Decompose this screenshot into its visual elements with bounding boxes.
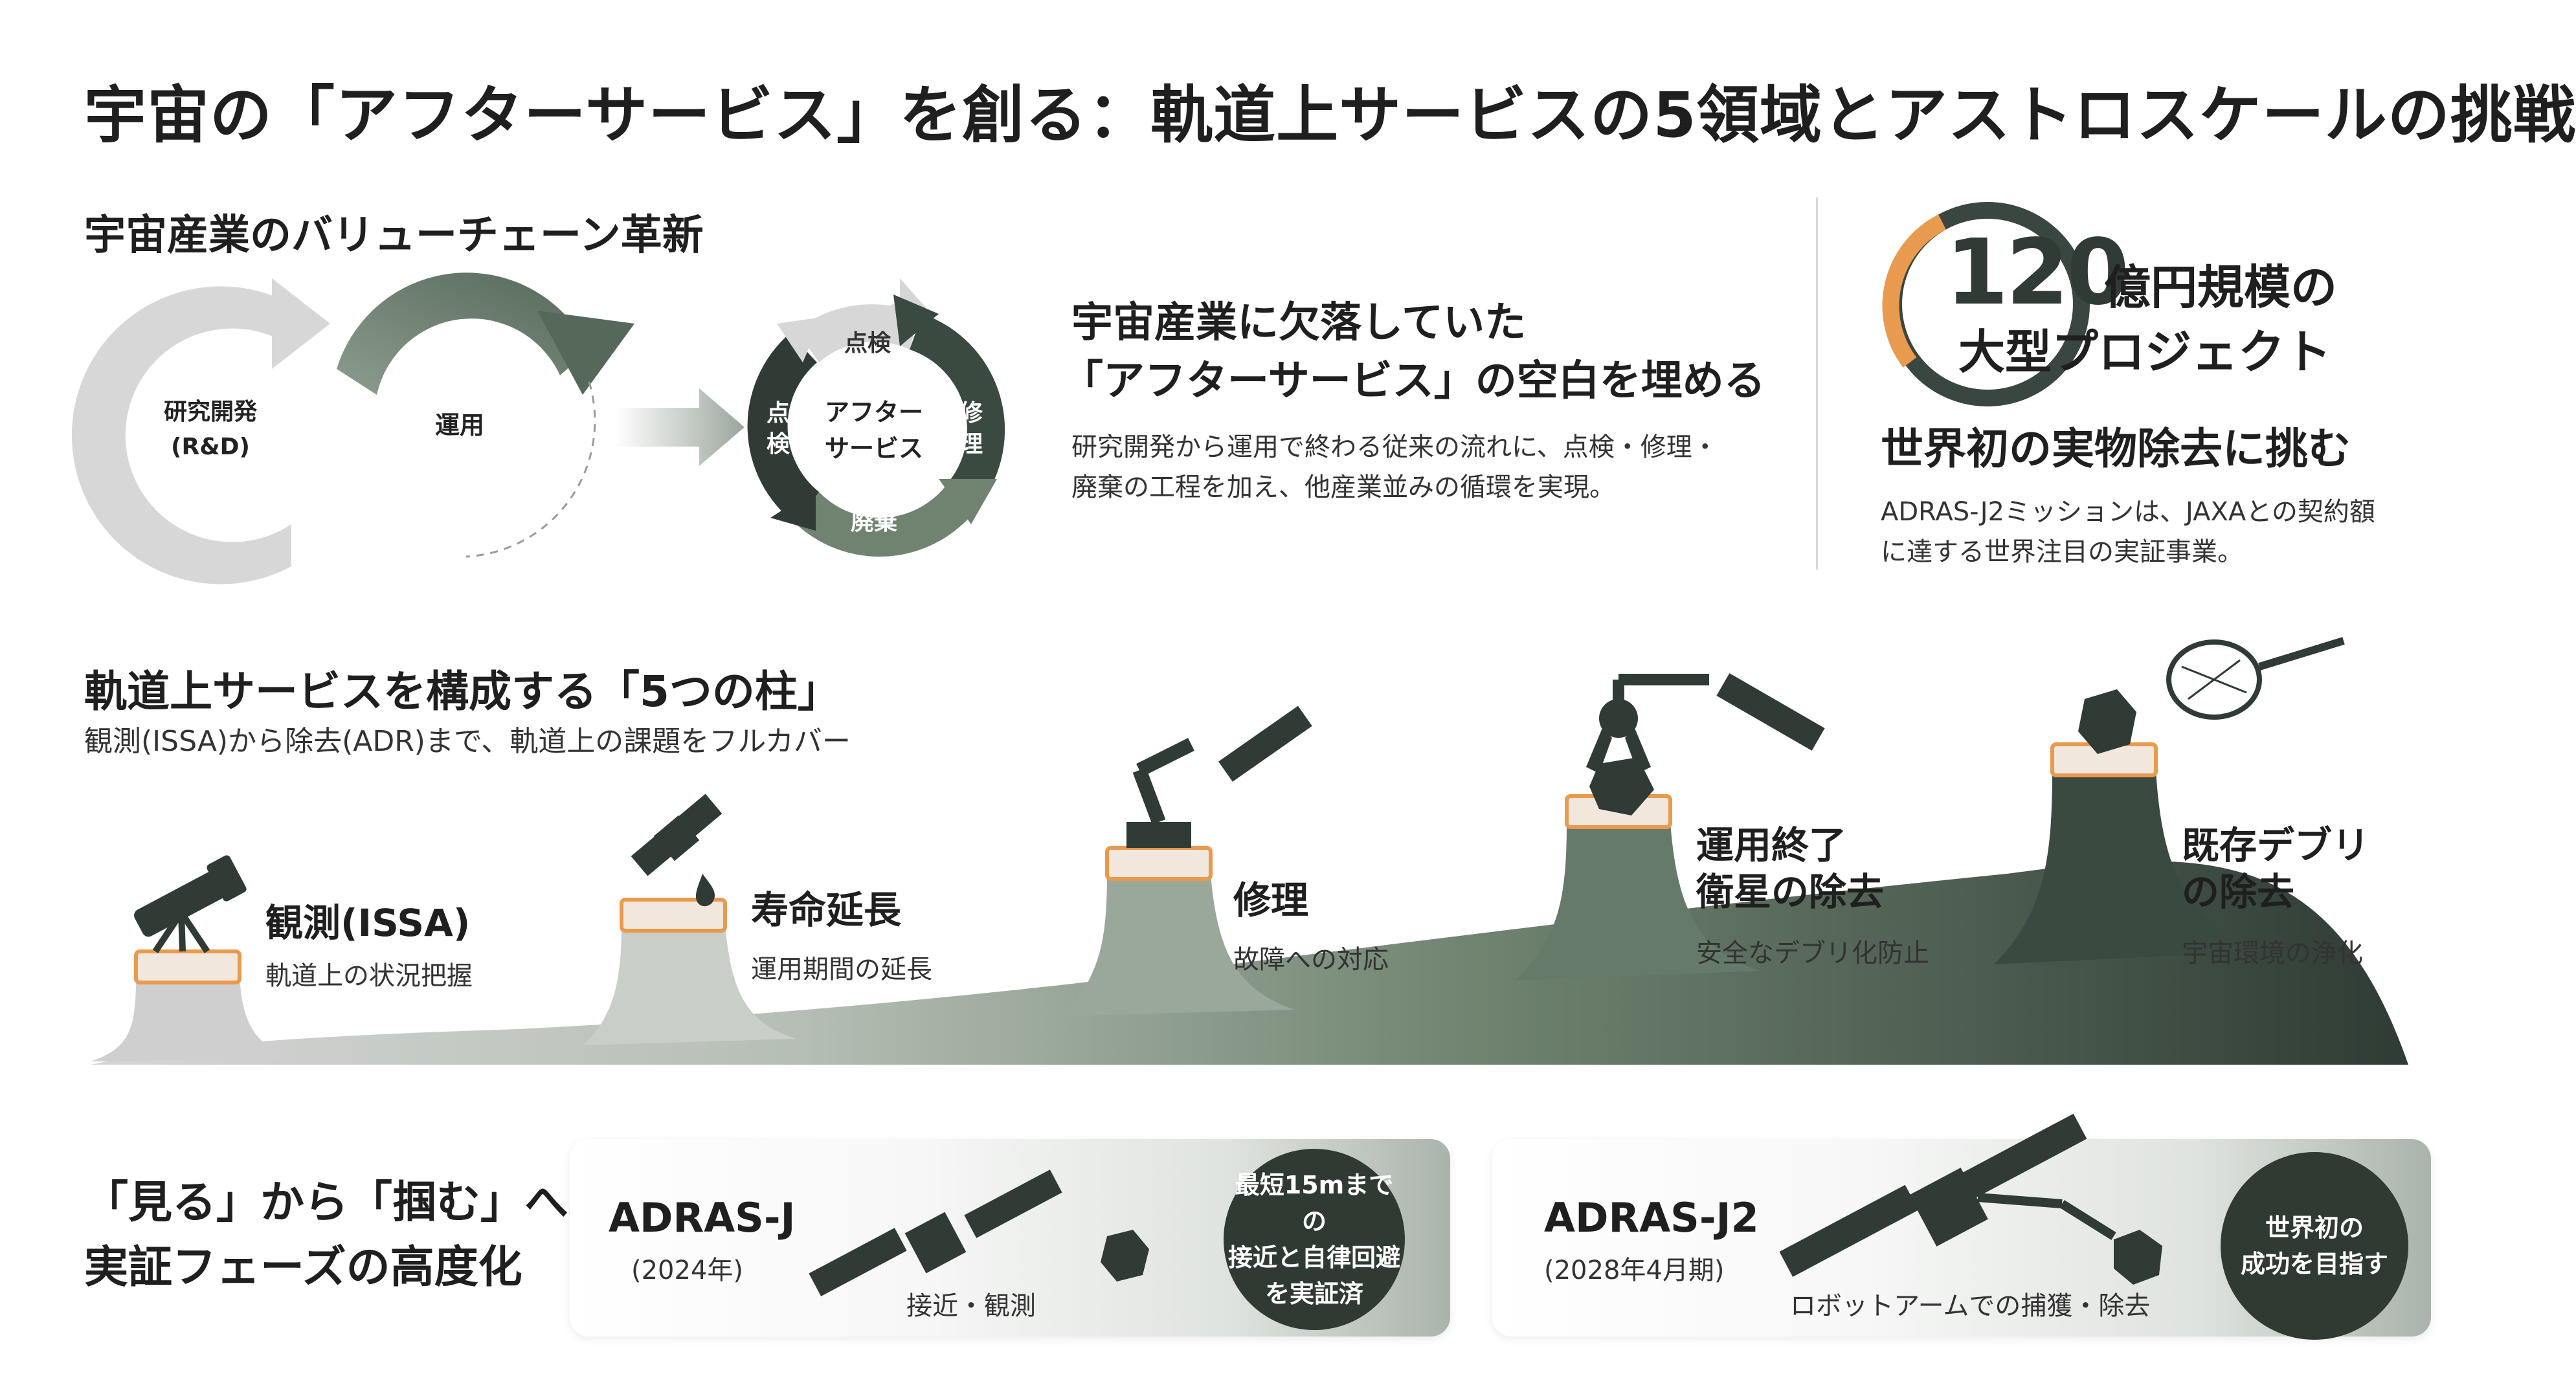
adras-j-badge: 最短15mまでの 接近と自律回避 を実証済 bbox=[1224, 1149, 1405, 1330]
pillar-2-body bbox=[583, 926, 796, 1045]
pillar-1-sub: 軌道上の状況把握 bbox=[265, 961, 473, 991]
section-divider bbox=[1816, 197, 1818, 570]
adras-j2-date: (2028年4月期) bbox=[1544, 1256, 1725, 1285]
cycle-top-label: 点検 bbox=[844, 330, 891, 357]
demo-heading-2: 実証フェーズの高度化 bbox=[84, 1242, 522, 1293]
pillars-graphic bbox=[91, 637, 2408, 1065]
pillar-4-body bbox=[1515, 822, 1761, 981]
value-chain-headline-1: 宇宙産業に欠落していた bbox=[1071, 299, 1527, 347]
rd-label-1: 研究開発 bbox=[164, 399, 258, 425]
pillar-5-title-1: 既存デブリ bbox=[2182, 823, 2370, 867]
cycle-left-label-2: 検 bbox=[767, 431, 790, 458]
net-debris-icon bbox=[2078, 637, 2345, 754]
ops-arc bbox=[337, 272, 589, 395]
pillar-2-cap bbox=[620, 898, 727, 933]
cycle-center-label-2: サービス bbox=[825, 434, 923, 463]
adras-j-date: (2024年) bbox=[631, 1256, 744, 1285]
adras-j-name: ADRAS-J bbox=[609, 1194, 796, 1241]
project-line-2: 大型プロジェクト bbox=[1958, 325, 2332, 379]
pillars-wave bbox=[91, 861, 2408, 1065]
adras-j-badge-line-3: を実証済 bbox=[1264, 1280, 1363, 1308]
ops-arc-head bbox=[537, 311, 634, 395]
pillar-1-body bbox=[91, 977, 298, 1061]
cycle-right-label-1: 修 bbox=[959, 400, 983, 427]
claw-icon bbox=[1586, 673, 1825, 816]
robot-arm-icon bbox=[1126, 705, 1312, 848]
adras-j-satellite-icon bbox=[809, 1170, 1149, 1296]
cycle-right-label-2: 理 bbox=[959, 431, 983, 458]
pillar-4-title-2: 衛星の除去 bbox=[1696, 870, 1885, 914]
value-chain-headline-2: 「アフターサービス」の空白を埋める bbox=[1062, 357, 1765, 405]
project-desc-1: ADRAS-J2ミッションは、JAXAとの契約額 bbox=[1881, 497, 2375, 527]
pillar-1-cap bbox=[134, 949, 241, 984]
flow-arrow bbox=[615, 388, 745, 466]
adras-j2-robot-satellite-icon bbox=[1779, 1113, 2162, 1285]
adras-j-badge-line-2: 接近と自律回避 bbox=[1227, 1243, 1400, 1272]
adras-j-caption: 接近・観測 bbox=[906, 1291, 1036, 1321]
rd-label-2: (R&D) bbox=[171, 434, 250, 460]
cycle-center-label-1: アフター bbox=[825, 398, 923, 427]
satellite-drop-icon bbox=[631, 793, 722, 907]
pillar-4-title-1: 運用終了 bbox=[1696, 823, 1847, 867]
adras-j-card: ADRAS-J (2024年) 接近・観測 最短15mまでの 接近と自律回避 を… bbox=[570, 1139, 1450, 1337]
adras-j2-badge-line-2: 成功を目指す bbox=[2240, 1250, 2388, 1278]
adras-j2-name: ADRAS-J2 bbox=[1544, 1194, 1759, 1241]
pillar-3-sub: 故障への対応 bbox=[1233, 945, 1389, 975]
pillars-subheading: 観測(ISSA)から除去(ADR)まで、軌道上の課題をフルカバー bbox=[84, 725, 851, 758]
ops-dashed bbox=[465, 381, 596, 558]
pillar-5-sub: 宇宙環境の浄化 bbox=[2182, 938, 2363, 968]
rd-arc bbox=[71, 286, 291, 584]
project-headline: 世界初の実物除去に挑む bbox=[1881, 424, 2351, 474]
project-desc-2: に達する世界注目の実証事業。 bbox=[1881, 537, 2243, 567]
value-chain-heading: 宇宙産業のバリューチェーン革新 bbox=[84, 212, 704, 260]
pillars-heading: 軌道上サービスを構成する「5つの柱」 bbox=[84, 667, 840, 716]
adras-j2-badge: 世界初の 成功を目指す bbox=[2221, 1152, 2408, 1340]
progress-ring-icon bbox=[1882, 202, 2090, 406]
pillar-2-title: 寿命延長 bbox=[751, 888, 902, 932]
pillar-4-sub: 安全なデブリ化防止 bbox=[1696, 938, 1929, 968]
cycle-bottom-label: 廃棄 bbox=[851, 509, 898, 535]
demo-heading-1: 「見る」から「掴む」へ。 bbox=[84, 1177, 613, 1228]
adras-j-badge-line-1: 最短15mまでの bbox=[1235, 1171, 1394, 1236]
pillar-2-sub: 運用期間の延長 bbox=[751, 955, 932, 984]
pillar-5-body bbox=[1994, 770, 2266, 964]
cycle-left-label-1: 点 bbox=[767, 400, 790, 427]
rd-arc-head bbox=[272, 278, 330, 369]
pillar-5-title-2: の除去 bbox=[2182, 870, 2295, 914]
ops-label: 運用 bbox=[435, 411, 484, 439]
pillar-1-title: 観測(ISSA) bbox=[265, 901, 471, 945]
telescope-icon bbox=[134, 855, 247, 953]
pillar-3-body bbox=[1062, 874, 1295, 1016]
project-number: 120 bbox=[1945, 220, 2129, 326]
adras-j2-caption: ロボットアームでの捕獲・除去 bbox=[1790, 1291, 2151, 1321]
page-title: 宇宙の「アフターサービス」を創る：軌道上サービスの5領域とアストロスケールの挑戦 bbox=[84, 79, 2576, 151]
after-service-cycle: 点検 点 検 修 理 廃棄 アフター サービス bbox=[747, 278, 1005, 557]
value-chain-diagram: 研究開発 (R&D) 運用 点検 点 検 修 理 廃棄 アフター サービス bbox=[71, 272, 1005, 584]
pillar-3-cap bbox=[1105, 846, 1213, 881]
value-chain-desc-1: 研究開発から運用で終わる従来の流れに、点検・修理・ bbox=[1071, 432, 1718, 462]
adras-j2-badge-line-1: 世界初の bbox=[2265, 1214, 2364, 1242]
pillar-3-title: 修理 bbox=[1233, 878, 1309, 922]
adras-j2-card: ADRAS-J2 (2028年4月期) ロボットアームでの捕獲・除去 世界初の … bbox=[1492, 1113, 2431, 1340]
project-line-1: 億円規模の bbox=[2104, 260, 2338, 315]
value-chain-desc-2: 廃棄の工程を加え、他産業並みの循環を実現。 bbox=[1071, 472, 1615, 502]
